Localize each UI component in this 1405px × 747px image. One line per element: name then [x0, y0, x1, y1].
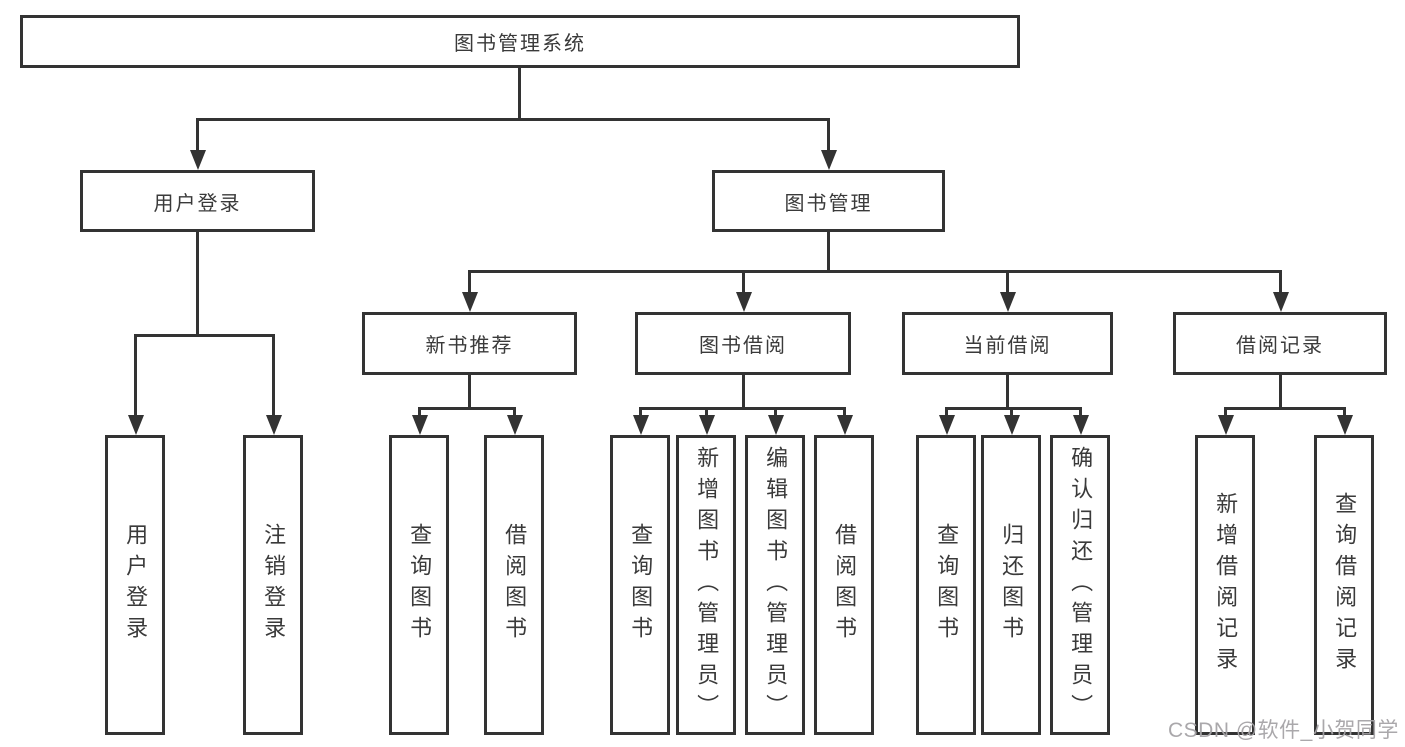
node-borrow-books-1: 借阅图书 [484, 435, 544, 735]
connector-book-borrow-stub [742, 375, 745, 410]
node-book-management: 图书管理 [712, 170, 945, 232]
node-label: 归还图书 [999, 523, 1025, 647]
connector-recommend-hline [418, 407, 515, 410]
node-label: 新增图书（管理员） [694, 445, 720, 725]
arrow-to-confirm-return-admin [1072, 407, 1089, 435]
connector-book-mgmt-hline [468, 270, 1281, 273]
node-edit-books-admin: 编辑图书（管理员） [745, 435, 805, 735]
node-library-system: 图书管理系统 [20, 15, 1020, 68]
connector-borrow-records-stub [1279, 375, 1282, 410]
arrow-to-add-borrow-record [1217, 407, 1234, 435]
node-add-books-admin: 新增图书（管理员） [676, 435, 736, 735]
node-confirm-return-admin: 确认归还（管理员） [1050, 435, 1110, 735]
node-user-login-leaf: 用户登录 [105, 435, 165, 735]
node-label: 查询借阅记录 [1332, 492, 1358, 678]
node-label: 新增借阅记录 [1213, 492, 1239, 678]
arrow-to-borrow-records [1272, 270, 1289, 312]
arrow-to-new-book-recommend [461, 270, 478, 312]
node-query-borrow-record: 查询借阅记录 [1314, 435, 1374, 735]
node-label: 借阅图书 [502, 523, 528, 647]
arrow-to-add-books-admin [698, 407, 715, 435]
node-label: 确认归还（管理员） [1068, 445, 1094, 725]
node-label: 注销登录 [261, 523, 287, 647]
connector-borrow-records-hline [1224, 407, 1346, 410]
node-label: 查询图书 [628, 523, 654, 647]
node-borrow-records: 借阅记录 [1173, 312, 1387, 375]
arrow-to-user-login [189, 118, 206, 170]
connector-user-login-stub [196, 232, 199, 337]
arrow-to-query-books-3 [938, 407, 955, 435]
connector-root-stub [518, 68, 521, 121]
node-query-books-1: 查询图书 [389, 435, 449, 735]
connector-current-borrow-hline [945, 407, 1082, 410]
arrow-to-edit-books-admin [767, 407, 784, 435]
node-current-borrow: 当前借阅 [902, 312, 1113, 375]
arrow-to-query-books-1 [411, 407, 428, 435]
node-new-book-recommend: 新书推荐 [362, 312, 577, 375]
node-label: 查询图书 [934, 523, 960, 647]
arrow-to-current-borrow [999, 270, 1016, 312]
node-label: 用户登录 [123, 523, 149, 647]
node-book-borrow: 图书借阅 [635, 312, 851, 375]
connector-book-borrow-hline [639, 407, 846, 410]
arrow-to-return-books [1003, 407, 1020, 435]
arrow-to-book-management [820, 118, 837, 170]
node-label: 查询图书 [407, 523, 433, 647]
connector-current-borrow-stub [1006, 375, 1009, 410]
connector-book-mgmt-stub [827, 232, 830, 273]
node-logout: 注销登录 [243, 435, 303, 735]
arrow-to-query-books-2 [632, 407, 649, 435]
node-label: 编辑图书（管理员） [763, 445, 789, 725]
arrow-to-query-borrow-record [1336, 407, 1353, 435]
node-return-books: 归还图书 [981, 435, 1041, 735]
arrow-to-borrow-books-2 [836, 407, 853, 435]
node-query-books-2: 查询图书 [610, 435, 670, 735]
arrow-to-book-borrow [735, 270, 752, 312]
connector-root-hline [196, 118, 830, 121]
node-label: 借阅图书 [832, 523, 858, 647]
csdn-watermark: CSDN @软件_小贺同学 [1168, 719, 1399, 742]
arrow-to-user-login-leaf [127, 334, 144, 435]
arrow-to-logout-leaf [265, 334, 282, 435]
node-query-books-3: 查询图书 [916, 435, 976, 735]
node-user-login: 用户登录 [80, 170, 315, 232]
arrow-to-borrow-books-1 [506, 407, 523, 435]
node-add-borrow-record: 新增借阅记录 [1195, 435, 1255, 735]
connector-recommend-stub [468, 375, 471, 410]
connector-user-login-hline [134, 334, 275, 337]
node-borrow-books-2: 借阅图书 [814, 435, 874, 735]
